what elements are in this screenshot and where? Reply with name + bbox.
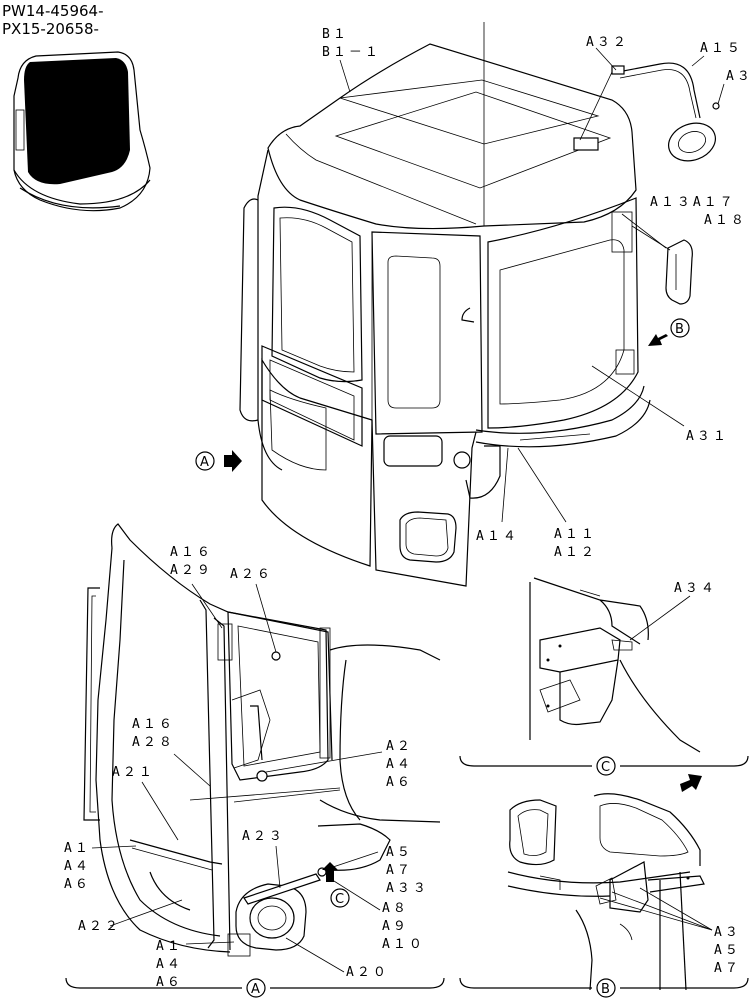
detail-view-b [507,793,713,991]
view-transition-arrow [680,774,702,792]
callout-a7-b: A７ [714,961,741,976]
callout-a28: A２８ [132,735,175,750]
detail-a-leader-lines [91,583,383,973]
callout-a22: A２２ [78,919,121,934]
callout-a20: A２０ [346,965,389,980]
detail-a-label: A [251,982,260,997]
callout-a13-a17: A１３A１７ [650,195,736,210]
callout-a32: A３２ [586,35,629,50]
callout-a14: A１４ [476,529,519,544]
detail-c-bracket: C [459,755,749,776]
callout-a18: A１８ [704,213,747,228]
latch-part [621,213,693,305]
callout-a23: A２３ [242,829,285,844]
callout-a31: A３１ [686,429,729,444]
callout-a29: A２９ [170,563,213,578]
callout-a6-bottom: A６ [156,975,183,990]
callout-a10: A１０ [382,937,425,952]
callout-a26: A２６ [230,567,273,582]
cab-leader-lines [339,47,725,523]
view-arrow-c: C [322,862,350,908]
callout-b1-1: B１－１ [322,45,381,60]
callout-a4-bottom: A４ [156,957,183,972]
callout-a4-left: A４ [64,859,91,874]
view-arrow-a-main: A [195,450,242,472]
detail-b-label: B [601,982,610,997]
detail-view-c [529,577,701,753]
view-b-marker-label: B [675,322,684,337]
callout-a1-left: A１ [64,841,91,856]
callout-a5-b: A５ [714,943,741,958]
callout-a5: A５ [386,845,413,860]
view-arrow-b-main: B [648,318,690,346]
detail-b-bracket: B [459,977,749,998]
callout-a9: A９ [382,919,409,934]
callout-a6-left: A６ [64,877,91,892]
callout-a33: A３３ [386,881,429,896]
thumbnail-cab-icon [13,51,151,212]
callout-a4-right: A４ [386,757,413,772]
callout-a6-right: A６ [386,775,413,790]
serial-range-1: PW14-45964- [2,2,104,20]
view-a-marker-label: A [200,455,209,470]
callout-a3-b: A３ [714,925,741,940]
view-c-marker-label: C [335,892,344,907]
callout-a2: A２ [386,739,413,754]
detail-c-label: C [601,760,610,775]
callout-a16-mid: A１６ [132,717,175,732]
callout-a7: A７ [386,863,413,878]
callout-a12: A１２ [554,545,597,560]
callout-a11: A１１ [554,527,597,542]
callout-a1-bottom: A１ [156,939,183,954]
callout-a15: A１５ [700,41,743,56]
serial-range-2: PX15-20658- [2,20,99,38]
callout-a8: A８ [382,901,409,916]
detail-view-a [83,523,441,957]
mirror-assembly [611,62,720,162]
callout-b1: B１ [322,27,349,42]
callout-a3-top: A３ [726,69,753,84]
cab-main-view [239,22,651,587]
callout-a16-top: A１６ [170,545,213,560]
detail-a-bracket: A [65,977,445,998]
callout-a21: A２１ [112,765,155,780]
callout-a34: A３４ [674,581,717,596]
